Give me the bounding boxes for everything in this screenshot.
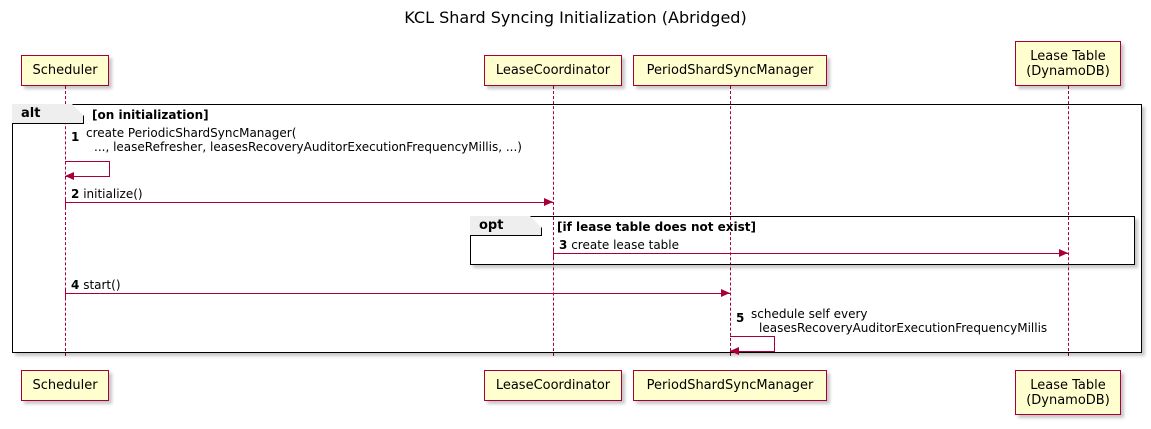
opt-frame-tab-label: opt [479, 218, 504, 233]
participant-lease-table-bottom[interactable]: Lease Table (DynamoDB) [1015, 370, 1121, 415]
message-1-self-loop [65, 161, 110, 177]
message-1-number: 1 [71, 130, 80, 144]
message-1-label: 1 create PeriodicShardSyncManager( ..., … [71, 126, 522, 154]
participant-scheduler-bottom-label: Scheduler [32, 378, 98, 393]
participant-lease-coordinator-top-label: LeaseCoordinator [495, 63, 611, 78]
message-5-label: 5 schedule self every leasesRecoveryAudi… [736, 307, 1047, 335]
message-5-line2: leasesRecoveryAuditorExecutionFrequencyM… [759, 321, 1048, 335]
alt-frame-tab: alt [12, 104, 84, 124]
message-4-label: 4 start() [71, 278, 121, 292]
message-4-arrowhead [721, 289, 730, 297]
participant-lease-table-bottom-label2: (DynamoDB) [1026, 392, 1110, 408]
participant-lease-coordinator-top[interactable]: LeaseCoordinator [484, 55, 622, 86]
message-1-line1: create PeriodicShardSyncManager( [86, 126, 297, 140]
participant-lease-table-top[interactable]: Lease Table (DynamoDB) [1015, 41, 1121, 86]
message-5-line1: schedule self every [751, 307, 868, 321]
message-2-line1: initialize() [83, 187, 143, 201]
message-2-line [65, 202, 553, 203]
participant-period-shard-sync-manager-top[interactable]: PeriodShardSyncManager [633, 55, 827, 86]
alt-frame-condition: [on initialization] [92, 108, 209, 122]
message-1-arrowhead [65, 172, 74, 180]
message-2-label: 2 initialize() [71, 187, 143, 201]
message-3-number: 3 [559, 238, 568, 252]
opt-frame [470, 216, 1135, 265]
message-4-number: 4 [71, 278, 80, 292]
message-3-line1: create lease table [571, 238, 680, 252]
opt-frame-condition: [if lease table does not exist] [557, 220, 757, 234]
participant-period-shard-sync-manager-bottom-label: PeriodShardSyncManager [646, 378, 814, 393]
message-5-number: 5 [736, 311, 745, 325]
participant-scheduler-bottom[interactable]: Scheduler [21, 370, 109, 401]
alt-frame [12, 104, 1142, 353]
message-4-line [65, 293, 730, 294]
lifeline-scheduler [65, 86, 66, 356]
participant-period-shard-sync-manager-top-label: PeriodShardSyncManager [646, 63, 814, 78]
message-5-arrowhead [730, 347, 739, 355]
message-2-number: 2 [71, 187, 80, 201]
participant-lease-coordinator-bottom[interactable]: LeaseCoordinator [484, 370, 622, 401]
message-4-line1: start() [83, 278, 121, 292]
lifeline-period-shard-sync-manager [730, 86, 731, 356]
message-5-self-loop [730, 336, 775, 352]
lifeline-lease-table [1068, 86, 1069, 356]
opt-frame-tab: opt [470, 216, 542, 236]
message-3-label: 3 create lease table [559, 238, 679, 252]
participant-lease-coordinator-bottom-label: LeaseCoordinator [495, 378, 611, 393]
participant-scheduler-top[interactable]: Scheduler [21, 55, 109, 86]
participant-lease-table-top-label2: (DynamoDB) [1026, 63, 1110, 79]
participant-scheduler-top-label: Scheduler [32, 63, 98, 78]
participant-lease-table-top-label: Lease Table [1030, 48, 1106, 64]
participant-period-shard-sync-manager-bottom[interactable]: PeriodShardSyncManager [633, 370, 827, 401]
message-3-arrowhead [1059, 249, 1068, 257]
participant-lease-table-bottom-label: Lease Table [1030, 377, 1106, 393]
alt-frame-tab-label: alt [21, 106, 41, 121]
message-1-line2: ..., leaseRefresher, leasesRecoveryAudit… [94, 140, 522, 154]
message-3-line [553, 253, 1068, 254]
diagram-title: KCL Shard Syncing Initialization (Abridg… [404, 8, 747, 27]
message-2-arrowhead [544, 198, 553, 206]
lifeline-lease-coordinator [553, 86, 554, 356]
